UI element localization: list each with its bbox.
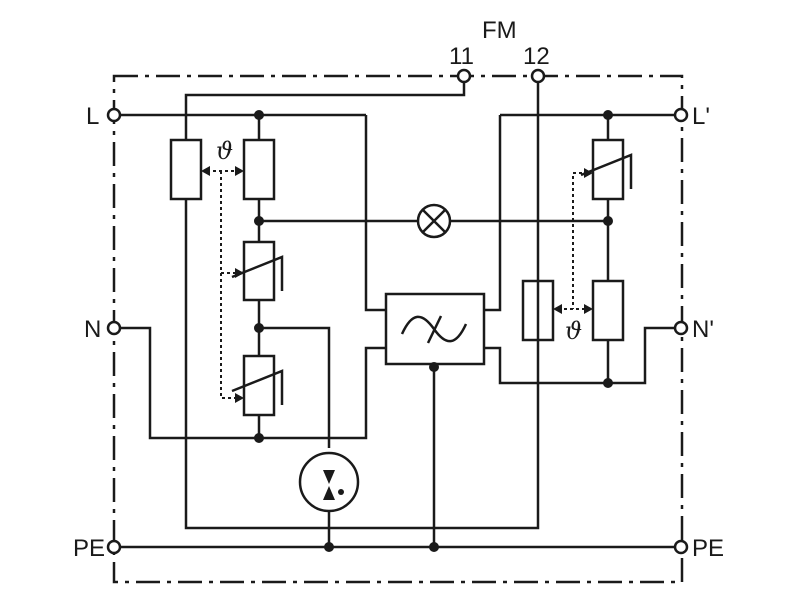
thermal-coupling-right-v <box>573 173 588 309</box>
junction-dot <box>254 323 264 333</box>
wire-fm-loop <box>186 80 464 140</box>
thermal-coupling-left-v <box>221 171 238 398</box>
junction-dot <box>603 216 613 226</box>
wire-l-to-filter <box>366 115 386 310</box>
fm-fuse-right <box>523 281 553 340</box>
varistor-right-symbol <box>581 155 631 189</box>
wire-fm-return <box>186 80 538 528</box>
junction-dot <box>603 378 613 388</box>
fm-fuse-left <box>171 140 201 199</box>
wire-filter-to-l-prime <box>484 115 500 310</box>
varistor-upper-left-symbol <box>232 257 282 291</box>
terminal-11 <box>458 70 470 82</box>
terminal-l-prime <box>675 109 687 121</box>
terminal-12-label: 12 <box>523 43 550 70</box>
terminal-n-prime <box>675 322 687 334</box>
thermal-fuse-left <box>244 140 274 199</box>
arrow-right-to-varistor <box>584 168 593 178</box>
terminal-n-prime-label: N' <box>692 316 714 343</box>
lamp-cross-b <box>423 210 446 233</box>
theta-left-label: ϑ <box>216 137 234 165</box>
arrow-left-to-thermal <box>235 166 244 176</box>
junction-dot <box>429 362 439 372</box>
terminal-pe-left <box>108 541 120 553</box>
theta-right-label: ϑ <box>565 317 583 345</box>
junction-dot <box>254 216 264 226</box>
wire-filter-n-prime <box>484 328 674 383</box>
terminal-pe-left-label: PE <box>73 535 106 562</box>
junction-dot <box>429 542 439 552</box>
fm-label: FM <box>482 17 517 44</box>
terminal-pe-right-label: PE <box>692 535 725 562</box>
terminal-n <box>108 322 120 334</box>
junction-dot <box>254 110 264 120</box>
arrow-right-to-fm-fuse <box>553 304 562 314</box>
terminal-pe-right <box>675 541 687 553</box>
varistor-lower-left-symbol <box>232 371 282 405</box>
terminal-l <box>108 109 120 121</box>
junction-dot <box>324 542 334 552</box>
arrow-left-to-varistor-lower <box>235 393 244 403</box>
wire-spark-gap <box>259 328 329 448</box>
filter-slash <box>428 316 441 343</box>
spark-gap-arrow-up <box>323 486 335 500</box>
terminal-l-label: L <box>86 103 100 130</box>
terminal-l-prime-label: L' <box>692 103 710 130</box>
junction-dot <box>603 110 613 120</box>
thermal-fuse-right <box>593 281 623 340</box>
arrow-right-to-thermal <box>584 304 593 314</box>
arrow-left-to-varistor-upper <box>235 268 244 278</box>
spark-gap-dot <box>338 489 344 495</box>
enclosure-boundary <box>114 76 682 582</box>
spark-gap-arrow-down <box>323 470 335 484</box>
arrow-left-to-fuse <box>201 166 210 176</box>
terminal-12 <box>532 70 544 82</box>
terminal-11-label: 11 <box>449 43 474 70</box>
terminal-n-label: N <box>84 316 102 343</box>
junction-dot <box>254 433 264 443</box>
